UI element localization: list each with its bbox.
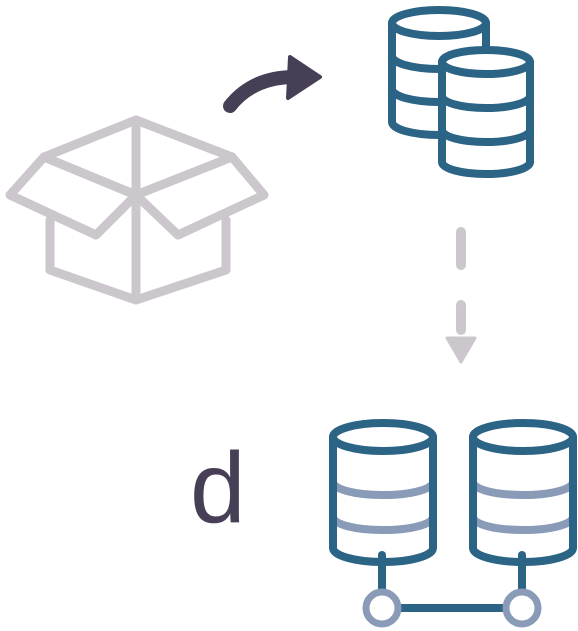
dashed-down-arrow-icon: [445, 227, 477, 364]
curved-arrow-icon: [223, 55, 322, 113]
network-nodes: [362, 588, 542, 628]
database-left: [329, 419, 437, 566]
open-box-icon: [5, 115, 269, 305]
networked-databases-icon: [329, 419, 577, 628]
database-stack-icon: [388, 6, 534, 178]
network-node-left: [362, 588, 402, 628]
label-d: d: [190, 432, 246, 544]
database-front-cylinder: [438, 46, 534, 178]
network-node-right: [502, 588, 542, 628]
database-right: [469, 419, 577, 566]
